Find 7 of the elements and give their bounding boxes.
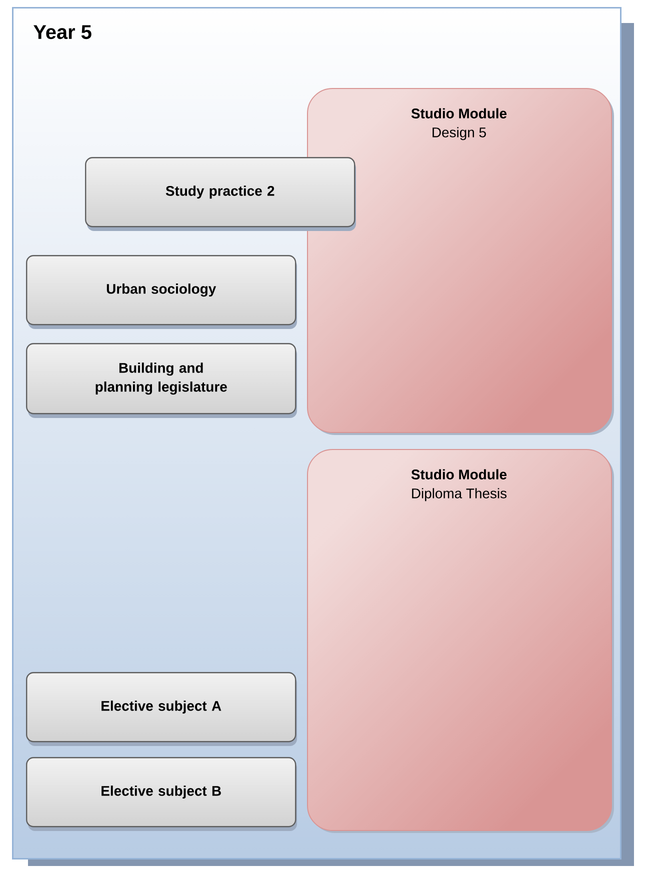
course-box: Study practice 2 (85, 157, 356, 228)
course-box: Building and planning legislature (26, 343, 296, 414)
course-box: Elective subject A (26, 672, 296, 742)
course-box: Urban sociology (26, 255, 296, 326)
course-box: Elective subject B (26, 757, 296, 828)
studio-module-box: Studio Module Design 5 (307, 88, 612, 433)
studio-module-box: Studio Module Diploma Thesis (307, 449, 612, 831)
